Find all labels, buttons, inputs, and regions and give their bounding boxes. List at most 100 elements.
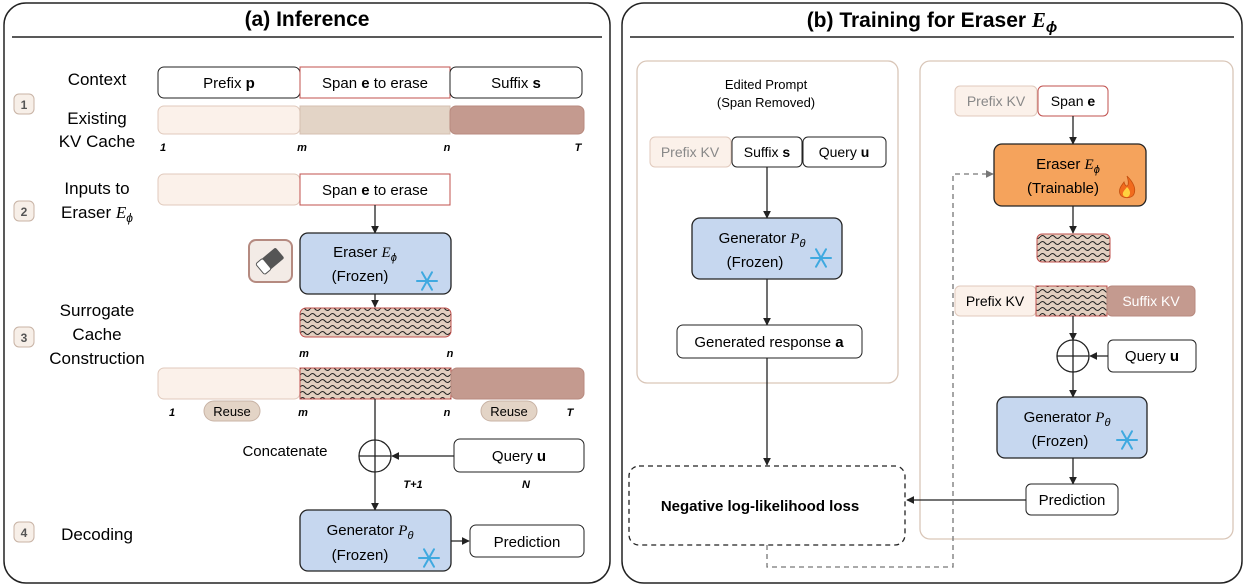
step-badge-1: 1 bbox=[13, 93, 35, 115]
query-label-b-left: Query u bbox=[819, 144, 870, 160]
eraser-icon bbox=[248, 239, 293, 283]
pos-1-top: 1 bbox=[160, 142, 166, 154]
label-cache: Cache bbox=[72, 325, 121, 344]
label-existing: Existing bbox=[67, 109, 127, 128]
loss-label: Negative log-likelihood loss bbox=[661, 498, 859, 515]
pos-n-top: n bbox=[444, 142, 451, 154]
generator-state-a: (Frozen) bbox=[332, 547, 389, 564]
svg-text:2: 2 bbox=[21, 205, 28, 219]
snowflake-icon bbox=[416, 271, 438, 291]
panel-inference: (a) Inference 1 2 3 4 Context Existing K… bbox=[3, 2, 611, 584]
prediction-label-b: Prediction bbox=[1039, 492, 1106, 509]
span-label-b: Span e bbox=[1051, 93, 1096, 109]
generator-title-b-right: Generator Pθ bbox=[1024, 409, 1111, 429]
surrogate-kv-b bbox=[1036, 233, 1111, 263]
generator-title-b-left: Generator Pθ bbox=[719, 230, 806, 250]
generated-response-box bbox=[676, 324, 863, 359]
eraser-trainable-box bbox=[993, 143, 1147, 207]
prefix-label: Prefix p bbox=[203, 75, 255, 92]
reuse-label-suffix: Reuse bbox=[490, 404, 528, 419]
concatenate-label: Concatenate bbox=[242, 443, 327, 460]
reuse-pill-prefix bbox=[203, 400, 261, 422]
eraser-frozen-title: Eraser Eϕ bbox=[333, 244, 397, 264]
input-span-box bbox=[299, 173, 451, 206]
pos-m-mid: m bbox=[299, 348, 309, 360]
snowflake-icon bbox=[418, 548, 440, 568]
suffix-label-b: Suffix s bbox=[744, 144, 791, 160]
prefix-kv-box-top bbox=[954, 85, 1038, 117]
kv-suffix-segment bbox=[449, 105, 585, 135]
pos-m-top: m bbox=[297, 142, 307, 154]
label-context: Context bbox=[68, 70, 127, 89]
step-badge-4: 4 bbox=[13, 521, 35, 543]
pos-T-top: T bbox=[575, 142, 583, 154]
prefix-kv-label-top: Prefix KV bbox=[967, 93, 1026, 109]
prefix-kv-box-left bbox=[649, 136, 732, 168]
suffix-label: Suffix s bbox=[491, 75, 541, 92]
label-inputs-eraser: Eraser Eϕ bbox=[61, 203, 133, 225]
step-badge-2: 2 bbox=[13, 200, 35, 222]
loss-box bbox=[628, 465, 906, 546]
prediction-label-a: Prediction bbox=[494, 534, 561, 551]
span-removed-label: (Span Removed) bbox=[717, 95, 815, 110]
pos-n-bottom: n bbox=[444, 407, 451, 419]
prediction-box-a bbox=[469, 524, 585, 558]
svg-text:1: 1 bbox=[21, 98, 28, 112]
fire-icon bbox=[1119, 175, 1136, 199]
kv-prefix-segment bbox=[157, 105, 301, 135]
query-box-b-left bbox=[802, 136, 887, 168]
step-badge-3: 3 bbox=[13, 326, 35, 348]
svg-text:3: 3 bbox=[21, 331, 28, 345]
generator-box-b-right bbox=[996, 396, 1148, 459]
suffix-box bbox=[449, 66, 583, 99]
suffix-kv-box bbox=[1106, 285, 1196, 317]
generated-response-label: Generated response a bbox=[694, 334, 844, 351]
pos-N: N bbox=[522, 479, 531, 491]
span-label: Span e to erase bbox=[322, 75, 428, 92]
panel-training: (b) Training for Eraser Eϕ Edited Prompt… bbox=[621, 2, 1243, 584]
surrogate-kv-mid bbox=[1035, 285, 1108, 317]
svg-text:4: 4 bbox=[21, 526, 28, 540]
label-kv-cache: KV Cache bbox=[59, 132, 136, 151]
pos-T1: T+1 bbox=[403, 479, 422, 491]
eraser-trainable-state: (Trainable) bbox=[1027, 180, 1099, 197]
cache-prefix-segment bbox=[157, 367, 301, 400]
generator-state-b-left: (Frozen) bbox=[727, 254, 784, 271]
prefix-kv-label-mid: Prefix KV bbox=[966, 293, 1025, 309]
reuse-label-prefix: Reuse bbox=[213, 404, 251, 419]
suffix-kv-label: Suffix KV bbox=[1122, 293, 1180, 309]
gradient-feedback-arrow bbox=[766, 170, 994, 568]
reuse-pill-suffix bbox=[480, 400, 538, 422]
eraser-training-subpanel bbox=[919, 60, 1234, 540]
panel-a-title: (a) Inference bbox=[245, 8, 370, 31]
snowflake-icon bbox=[1116, 430, 1138, 450]
kv-span-segment bbox=[299, 105, 451, 135]
prefix-kv-label-left: Prefix KV bbox=[661, 144, 720, 160]
pos-m-bottom: m bbox=[298, 407, 308, 419]
cache-surrogate-segment bbox=[299, 367, 452, 400]
label-surrogate: Surrogate bbox=[60, 301, 135, 320]
label-inputs-to: Inputs to bbox=[64, 179, 129, 198]
snowflake-icon bbox=[810, 248, 832, 268]
concat-operator-b bbox=[1056, 339, 1090, 373]
input-prefix-kv bbox=[157, 173, 301, 206]
input-span-label: Span e to erase bbox=[322, 182, 428, 199]
label-decoding: Decoding bbox=[61, 525, 133, 544]
span-box bbox=[299, 66, 451, 99]
edited-prompt-label: Edited Prompt bbox=[725, 77, 808, 92]
pos-T-bottom: T bbox=[567, 407, 575, 419]
surrogate-kv-block bbox=[299, 307, 452, 338]
eraser-trainable-title: Eraser Eϕ bbox=[1036, 156, 1100, 176]
generator-state-b-right: (Frozen) bbox=[1032, 433, 1089, 450]
concat-operator bbox=[358, 439, 392, 473]
eraser-frozen-state: (Frozen) bbox=[332, 268, 389, 285]
query-label-b-right: Query u bbox=[1125, 348, 1179, 365]
panel-b-title: (b) Training for Eraser Eϕ bbox=[807, 8, 1058, 36]
query-label-a: Query u bbox=[492, 448, 546, 465]
label-construction: Construction bbox=[49, 349, 144, 368]
pos-1-bottom: 1 bbox=[169, 407, 175, 419]
pos-n-mid: n bbox=[447, 348, 454, 360]
cache-suffix-segment bbox=[450, 367, 585, 400]
generator-title-a: Generator Pθ bbox=[327, 522, 414, 542]
